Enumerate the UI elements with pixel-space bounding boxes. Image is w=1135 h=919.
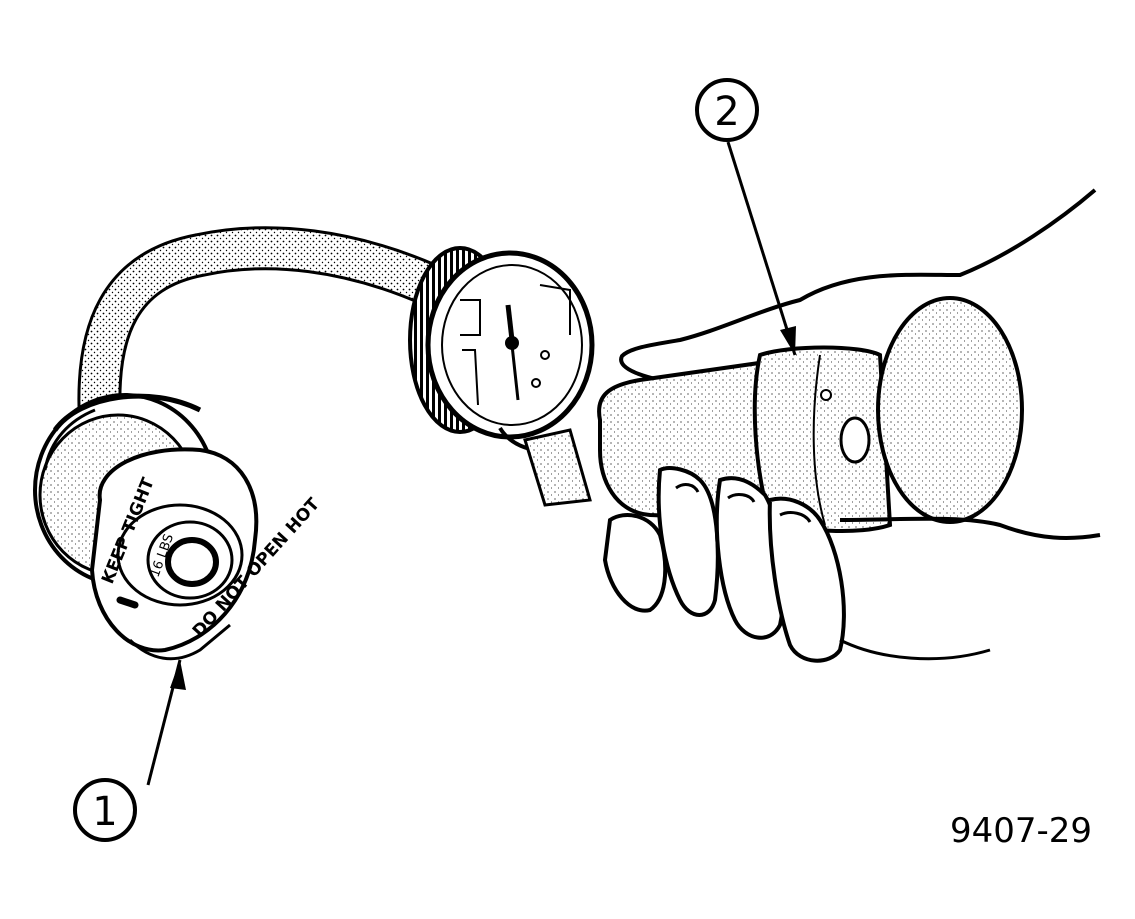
callout-2: 2	[695, 78, 759, 142]
pressure-gauge	[408, 246, 595, 454]
radiator-cap: KEEP TIGHT DO NOT OPEN HOT 16 LBS	[33, 393, 324, 661]
callout-2-label: 2	[714, 89, 739, 135]
callout-1-label: 1	[92, 789, 117, 835]
pump	[597, 296, 1024, 534]
fitting	[523, 428, 592, 507]
leader-lines	[146, 141, 797, 786]
fingers	[602, 466, 1101, 663]
hose	[77, 226, 452, 442]
figure-id: 9407-29	[950, 811, 1092, 851]
callout-1: 1	[73, 778, 137, 842]
